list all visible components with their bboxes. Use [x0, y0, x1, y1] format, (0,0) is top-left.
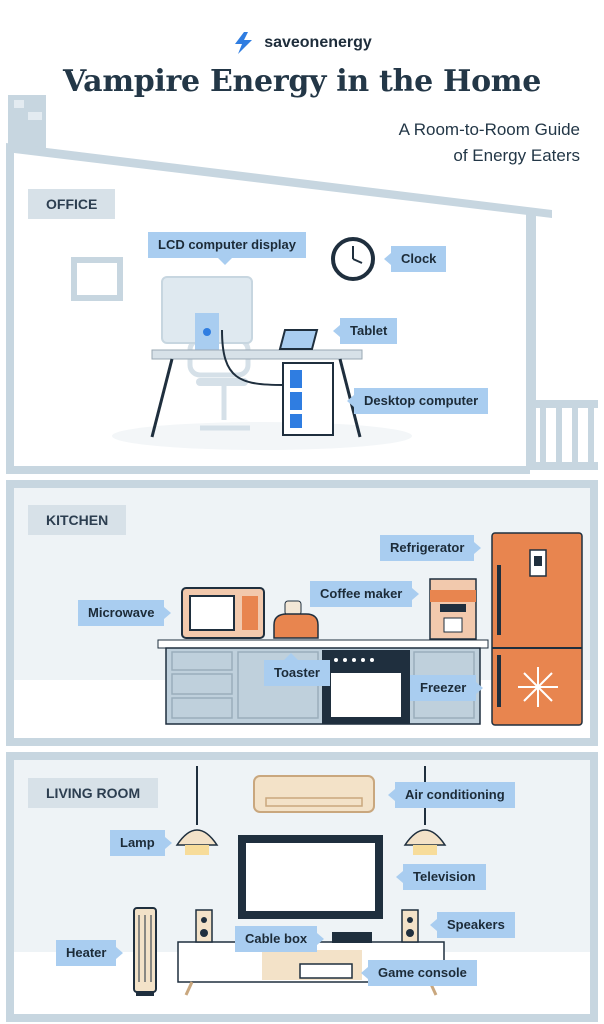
callout-coffee-maker: Coffee maker — [310, 581, 420, 607]
callout-game-console: Game console — [361, 960, 477, 986]
callout-toaster: Toaster — [264, 653, 330, 686]
callout-clock: Clock — [383, 246, 447, 272]
section-label-kitchen: KITCHEN — [28, 505, 127, 535]
air-conditioner-illustration — [253, 775, 375, 813]
callout-air-conditioning: Air conditioning — [388, 782, 515, 808]
living-room — [6, 752, 598, 1022]
page-title: Vampire Energy in the Home — [62, 64, 542, 99]
callout-freezer: Freezer — [410, 675, 484, 701]
callout-speakers: Speakers — [430, 912, 515, 938]
office-items — [112, 237, 412, 450]
lamp-illustration-right — [403, 829, 447, 846]
callout-refrigerator: Refrigerator — [380, 535, 482, 561]
lightning-bolt-icon — [235, 32, 253, 54]
brand-logo: saveonenergy — [0, 32, 604, 54]
section-label-living-room: LIVING ROOM — [28, 778, 159, 808]
wall-frame — [71, 257, 123, 301]
section-label-office: OFFICE — [28, 189, 116, 219]
callout-television: Television — [396, 864, 486, 890]
callout-desktop-computer: Desktop computer — [346, 388, 489, 414]
lamp-illustration — [175, 829, 219, 846]
refrigerator-illustration — [491, 532, 583, 726]
roof — [6, 143, 552, 468]
brand-name: saveonenergy — [264, 34, 372, 51]
speaker-illustration — [195, 909, 213, 943]
callout-cable-box: Cable box — [235, 926, 325, 952]
cable-box-illustration — [332, 932, 372, 943]
callout-microwave: Microwave — [78, 600, 173, 626]
office-room — [6, 150, 598, 474]
callout-heater: Heater — [56, 940, 124, 966]
subtitle-line-1: A Room-to-Room Guide — [398, 120, 580, 139]
desk — [151, 349, 363, 360]
subtitle-line-2: of Energy Eaters — [453, 146, 580, 165]
callout-lamp: Lamp — [110, 830, 172, 856]
toaster-illustration — [273, 613, 319, 639]
callout-tablet: Tablet — [332, 318, 398, 344]
callout-lcd-computer-display: LCD computer display — [148, 232, 306, 265]
tablet-illustration — [278, 329, 319, 350]
snowflake-icon — [518, 667, 558, 707]
chimney — [8, 95, 46, 150]
game-console-illustration — [299, 963, 353, 979]
